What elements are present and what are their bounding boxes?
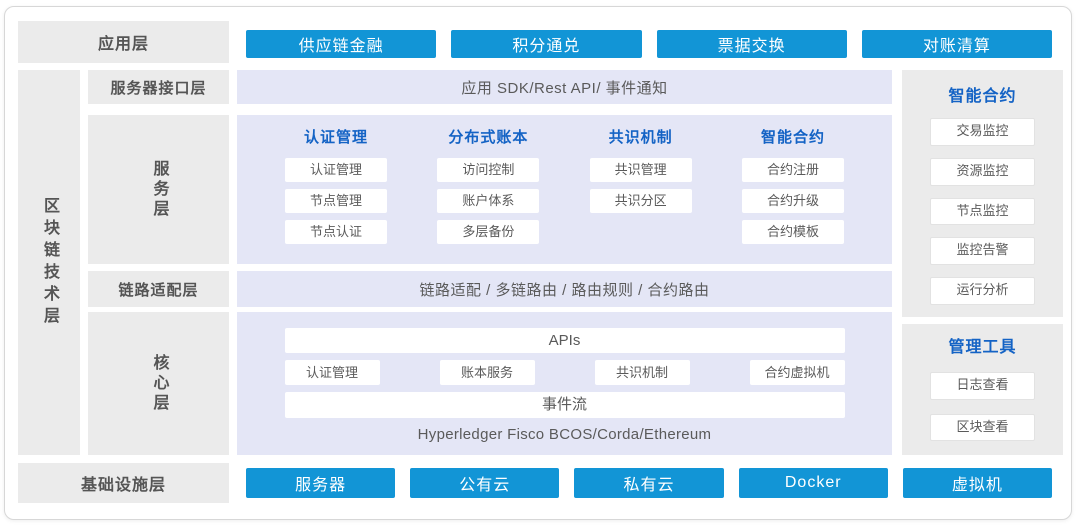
management-tools-panel: 管理工具 日志查看 区块查看: [902, 324, 1063, 455]
service-item: 访问控制: [437, 158, 540, 182]
app-layer-label: 应用层: [18, 21, 229, 63]
smart-contract-panel-title: 智能合约: [948, 88, 1017, 105]
smart-contract-panel: 智能合约 交易监控 资源监控 节点监控 监控告警 运行分析: [902, 70, 1063, 317]
core-module: 共识机制: [594, 360, 690, 385]
platforms-text: Hyperledger Fisco BCOS/Corda/Ethereum: [417, 426, 712, 443]
service-column-title: 共识机制: [608, 129, 673, 146]
app-chip-bill-exchange: 票据交换: [656, 30, 847, 58]
app-chip-reconciliation: 对账清算: [861, 30, 1052, 58]
infra-chip-server: 服务器: [246, 468, 396, 498]
app-layer-buttons: 供应链金融 积分通兑 票据交换 对账清算: [246, 30, 1052, 58]
core-layer-label: 核心层: [150, 353, 168, 414]
app-chip-points-exchange: 积分通兑: [451, 30, 642, 58]
service-column-smart-contract: 智能合约 合约注册 合约升级 合约模板: [741, 128, 844, 264]
infra-layer-label: 基础设施层: [18, 463, 229, 503]
interface-layer-label: 服务器接口层: [88, 70, 229, 104]
monitor-item: 交易监控: [930, 118, 1035, 146]
core-module: 账本服务: [439, 360, 535, 385]
infra-chip-vm: 虚拟机: [902, 468, 1053, 498]
service-layer-strip: 服务层: [88, 115, 229, 264]
infra-chip-public-cloud: 公有云: [410, 468, 560, 498]
service-column-title: 认证管理: [303, 129, 368, 146]
infra-chip-docker: Docker: [738, 468, 888, 498]
service-column-consensus: 共识机制 共识管理 共识分区: [589, 128, 692, 264]
apis-bar: APIs: [284, 328, 845, 353]
core-module: 认证管理: [284, 360, 380, 385]
service-layer-block: 认证管理 认证管理 节点管理 节点认证 分布式账本 访问控制 账户体系 多层备份…: [237, 115, 892, 264]
monitor-item: 节点监控: [930, 197, 1035, 226]
link-layer-label: 链路适配层: [88, 271, 229, 307]
infra-layer-buttons: 服务器 公有云 私有云 Docker 虚拟机: [246, 468, 1053, 498]
monitor-item: 运行分析: [930, 277, 1035, 305]
sdk-rest-api-band: 应用 SDK/Rest API/ 事件通知: [237, 70, 892, 104]
management-tools-panel-title: 管理工具: [948, 339, 1017, 356]
service-item: 节点管理: [285, 189, 387, 213]
service-item: 合约升级: [741, 189, 844, 213]
service-item: 账户体系: [437, 189, 540, 213]
service-item: 多层备份: [437, 220, 540, 244]
infra-chip-private-cloud: 私有云: [574, 468, 724, 498]
service-item: 节点认证: [285, 220, 387, 244]
monitor-item: 监控告警: [930, 237, 1035, 266]
service-item: 共识管理: [589, 158, 692, 182]
core-modules-row: 认证管理 账本服务 共识机制 合约虚拟机: [284, 360, 845, 385]
service-item: 合约模板: [741, 220, 844, 244]
core-module: 合约虚拟机: [749, 360, 845, 385]
link-adaptation-band: 链路适配 / 多链路由 / 路由规则 / 合约路由: [237, 271, 892, 307]
service-item: 认证管理: [285, 158, 387, 182]
service-column-title: 分布式账本: [448, 129, 529, 146]
service-column-ledger: 分布式账本 访问控制 账户体系 多层备份: [437, 128, 540, 264]
service-column-auth: 认证管理 认证管理 节点管理 节点认证: [285, 128, 387, 264]
tool-item: 日志查看: [930, 372, 1035, 400]
service-item: 共识分区: [589, 189, 692, 213]
core-layer-block: APIs 认证管理 账本服务 共识机制 合约虚拟机 事件流 Hyperledge…: [237, 312, 892, 455]
tool-item: 区块查看: [930, 413, 1035, 441]
tech-layer-strip: 区块链技术层: [18, 70, 80, 455]
service-layer-label: 服务层: [150, 159, 168, 220]
core-layer-strip: 核心层: [88, 312, 229, 455]
service-item: 合约注册: [741, 158, 844, 182]
event-stream-bar: 事件流: [284, 392, 845, 418]
tech-layer-label: 区块链技术层: [41, 196, 58, 329]
monitor-item: 资源监控: [930, 157, 1035, 186]
app-chip-supply-chain-finance: 供应链金融: [246, 30, 437, 58]
service-column-title: 智能合约: [760, 129, 825, 146]
